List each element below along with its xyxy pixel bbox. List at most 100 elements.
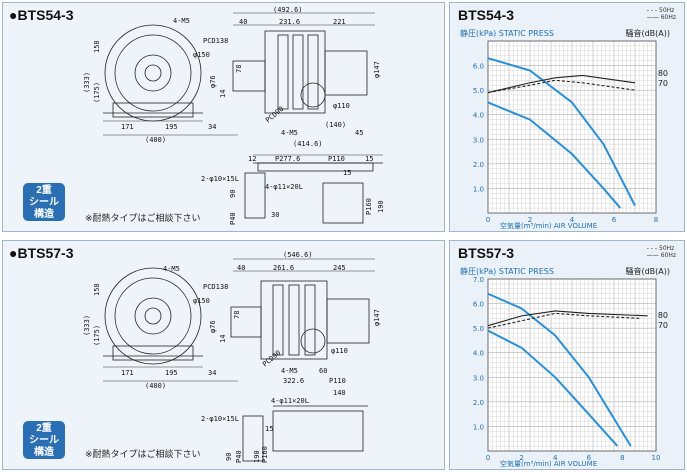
dim-40: 40 xyxy=(237,264,245,272)
y-tick-label: 5.0 xyxy=(473,325,484,333)
x-tick-label: 8 xyxy=(620,454,624,462)
noise-curve-60Hz xyxy=(487,74,636,94)
dim-p40: P40 xyxy=(229,212,237,225)
dimension-drawing-bts54: 4-M5 (492.6) 40 231.6 221 PCD138 φ150 15… xyxy=(83,6,385,225)
noise-tick-80: 80 xyxy=(657,69,668,78)
dim-34: 34 xyxy=(208,369,216,377)
dim-171: 171 xyxy=(121,369,134,377)
dim-333: (333) xyxy=(83,315,91,336)
dim-14: 14 xyxy=(219,90,227,98)
dim-190: 190 xyxy=(253,450,261,463)
legend-50hz: 50Hz xyxy=(659,245,675,252)
dim-pcd90: PCD90 xyxy=(264,105,285,125)
x-tick-label: 2 xyxy=(519,454,523,462)
x-tick-label: 4 xyxy=(570,216,575,224)
dim-4m5-b: 4-M5 xyxy=(281,367,298,375)
dim-195: 195 xyxy=(165,123,178,131)
y-tick-label: 6.0 xyxy=(473,301,484,309)
dim-78: 78 xyxy=(235,65,243,73)
dim-14: 14 xyxy=(219,335,227,343)
dim-322: 322.6 xyxy=(283,377,304,385)
legend: - - - 50Hz —— 60Hz xyxy=(646,7,676,21)
dim-140: 140 xyxy=(333,389,346,397)
dimension-drawing-bts57: 4-M5 (546.6) 40 261.6 245 PCD138 φ150 15… xyxy=(83,251,381,463)
drawing-panel-bts57: ●BTS57-3 4-M5 (546.6) 40 261.6 245 PCD13… xyxy=(2,240,445,470)
y-tick-label: 5.0 xyxy=(473,87,484,95)
pressure-curve-60Hz xyxy=(487,292,632,447)
y-axis-label: 静圧(kPa) STATIC PRESS xyxy=(460,267,554,276)
dim-4phi11: 4-φ11×20L xyxy=(271,397,309,405)
model-title: ●BTS54-3 xyxy=(9,7,74,23)
noise-label: 騒音(dB(A)) xyxy=(625,267,670,276)
chart-panel-bts57: BTS57-3 - - - 50Hz —— 60Hz 静圧(kPa) STATI… xyxy=(449,240,685,470)
x-tick-label: 0 xyxy=(486,216,490,224)
noise-tick-70: 70 xyxy=(657,79,668,88)
x-tick-label: 6 xyxy=(612,216,617,224)
dim-60: 60 xyxy=(319,367,327,375)
noise-tick-80: 80 xyxy=(657,311,668,320)
dim-175: (175) xyxy=(93,325,101,346)
chart-title: BTS57-3 xyxy=(458,245,515,261)
dim-30: 30 xyxy=(271,211,279,219)
dim-p40: P40 xyxy=(235,450,243,463)
x-tick-label: 0 xyxy=(486,454,490,462)
y-tick-label: 6.0 xyxy=(473,63,484,71)
x-tick-label: 10 xyxy=(652,454,661,462)
legend: - - - 50Hz —— 60Hz xyxy=(646,245,676,259)
y-tick-label: 4.0 xyxy=(473,350,484,358)
x-tick-label: 2 xyxy=(528,216,532,224)
y-tick-label: 1.0 xyxy=(473,185,484,193)
y-tick-label: 4.0 xyxy=(473,112,484,120)
chart-svg-bts54: 0 2 4 6 8 1.0 2.0 3.0 4.0 5.0 6.0 xyxy=(473,40,658,224)
dim-4m5-b: 4-M5 xyxy=(281,129,298,137)
dim-phi110: φ110 xyxy=(331,347,348,355)
dim-p277: P277.6 xyxy=(275,155,300,163)
dim-2phi10: 2-φ10×15L xyxy=(201,415,239,423)
noise-tick-70: 70 xyxy=(657,321,668,330)
dim-34: 34 xyxy=(208,123,216,131)
chart-title: BTS54-3 xyxy=(458,7,515,23)
dim-221: 221 xyxy=(333,18,346,26)
dim-p160: P160 xyxy=(261,446,269,463)
dim-phi147: φ147 xyxy=(373,309,381,326)
chart-panel-bts54: BTS54-3 - - - 50Hz —— 60Hz 静圧(kPa) STATI… xyxy=(449,2,685,232)
dim-333: (333) xyxy=(83,72,91,93)
dim-40: 40 xyxy=(239,18,247,26)
y-axis-label: 静圧(kPa) STATIC PRESS xyxy=(460,29,554,38)
dim-p160: P160 xyxy=(365,198,373,215)
dim-2phi10: 2-φ10×15L xyxy=(201,175,239,183)
badge-line-1: 2重 xyxy=(36,185,52,196)
y-tick-label: 3.0 xyxy=(473,374,484,382)
dim-400: (400) xyxy=(145,136,166,144)
dim-195: 195 xyxy=(165,369,178,377)
dim-pcd138: PCD138 xyxy=(203,283,228,291)
badge-line-2: シール xyxy=(29,435,59,446)
dim-12: 12 xyxy=(248,155,256,163)
x-tick-label: 8 xyxy=(654,216,658,224)
dim-phi110: φ110 xyxy=(333,102,350,110)
dim-phi147: φ147 xyxy=(373,61,381,78)
dim-phi76: φ76 xyxy=(209,75,217,88)
dim-p110: P110 xyxy=(329,377,346,385)
dim-414: (414.6) xyxy=(293,140,323,148)
dim-245: 245 xyxy=(333,264,346,272)
dim-400: (400) xyxy=(145,382,166,390)
dim-p110: P110 xyxy=(328,155,345,163)
dim-overall: (546.6) xyxy=(283,251,313,259)
dim-overall: (492.6) xyxy=(273,6,303,14)
y-tick-label: 3.0 xyxy=(473,136,484,144)
dim-4m5: 4-M5 xyxy=(163,265,180,273)
x-axis-label: 空気量(m³/min) AIR VOLUME xyxy=(500,460,598,468)
seal-badge: 2重 シール 構造 xyxy=(23,421,65,459)
heat-note: ※耐熱タイプはご相談下さい xyxy=(85,450,201,460)
x-tick-label: 4 xyxy=(553,454,558,462)
seal-badge: 2重 シール 構造 xyxy=(23,183,65,221)
badge-line-1: 2重 xyxy=(36,423,52,434)
noise-curve-50Hz xyxy=(487,312,640,329)
dim-4m5: 4-M5 xyxy=(173,17,190,25)
heat-note: ※耐熱タイプはご相談下さい xyxy=(85,214,201,224)
dim-261: 261.6 xyxy=(273,264,294,272)
y-tick-label: 2.0 xyxy=(473,161,484,169)
dim-phi150: φ150 xyxy=(193,297,210,305)
